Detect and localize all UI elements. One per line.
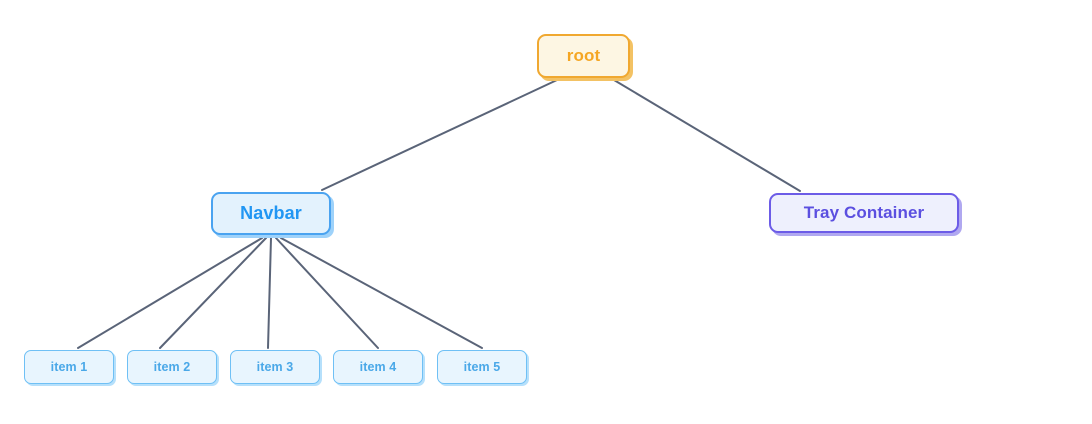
node-item-3-label: item 3 [256,360,294,374]
edge-navbar-to-item3 [267,237,272,349]
node-item-3[interactable]: item 3 [230,350,320,384]
edge-navbar-to-item2 [159,237,267,349]
node-tray-container-label: Tray Container [803,203,925,222]
edge-root-to-navbar [321,79,558,191]
node-navbar-label: Navbar [240,203,302,223]
node-tray-container[interactable]: Tray Container [769,193,959,233]
edge-navbar-to-item1 [77,237,263,349]
edge-navbar-to-item4 [275,237,379,349]
edge-navbar-to-item5 [280,237,483,349]
node-item-4[interactable]: item 4 [333,350,423,384]
node-item-1-label: item 1 [50,360,88,374]
node-item-5[interactable]: item 5 [437,350,527,384]
edge-root-to-tray [613,79,801,192]
node-navbar[interactable]: Navbar [211,192,331,235]
node-item-5-label: item 5 [463,360,501,374]
node-item-4-label: item 4 [359,360,397,374]
node-root[interactable]: root [537,34,630,78]
node-item-2[interactable]: item 2 [127,350,217,384]
node-root-label: root [566,46,601,65]
node-item-2-label: item 2 [153,360,191,374]
node-item-1[interactable]: item 1 [24,350,114,384]
